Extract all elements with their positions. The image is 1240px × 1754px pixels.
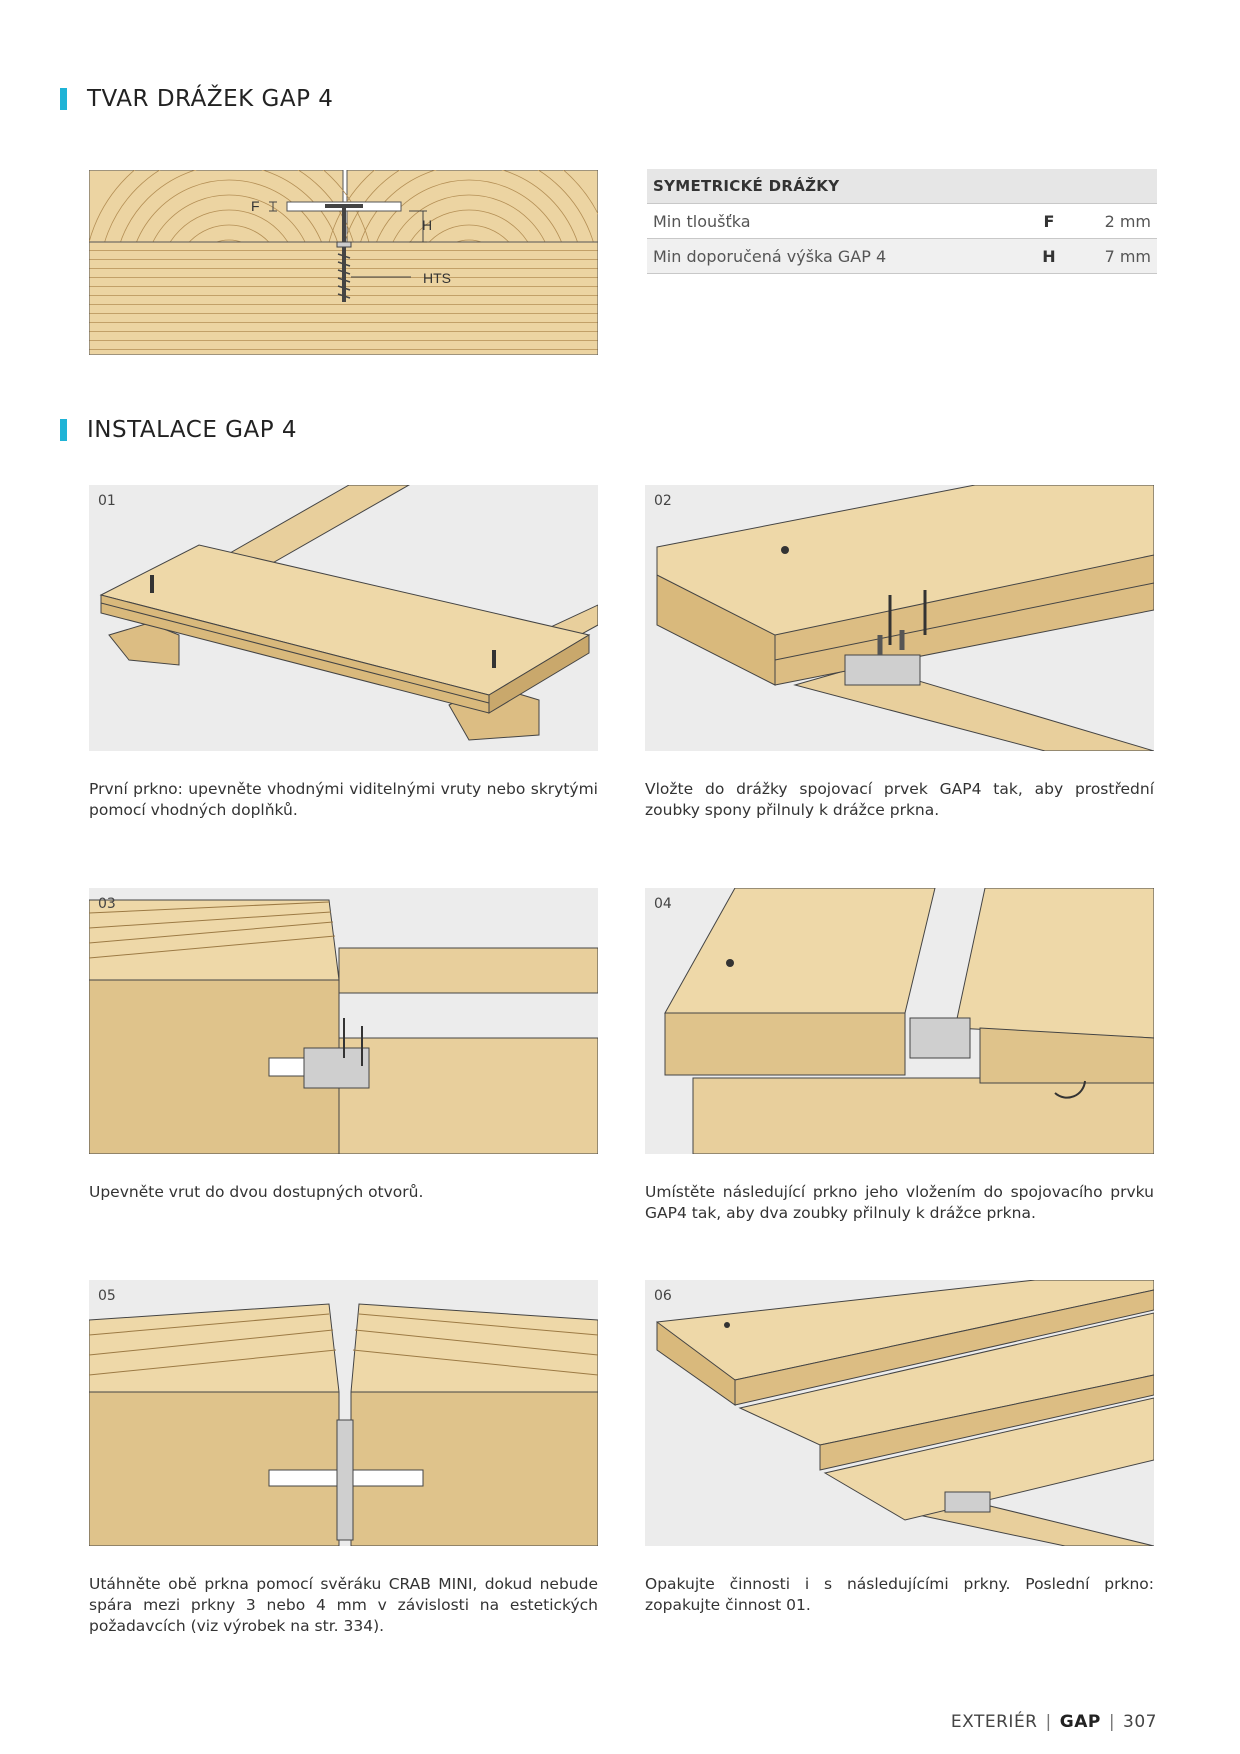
row-value: 7 mm	[1075, 238, 1157, 274]
spec-table: SYMETRICKÉ DRÁŽKY Min tloušťka F 2 mm Mi…	[647, 169, 1157, 274]
step-03: 03 Upevněte vrut do dvou dostupných otvo…	[89, 888, 598, 1203]
step-caption: Upevněte vrut do dvou dostupných otvorů.	[89, 1183, 424, 1201]
step-04-illustration: 04	[645, 888, 1154, 1154]
page-footer: EXTERIÉR|GAP|307	[950, 1712, 1157, 1732]
label-h: H	[422, 217, 432, 233]
accent-bar	[60, 419, 67, 441]
step-05: 05 Utáhněte obě prkna pomocí svěráku CRA…	[89, 1280, 598, 1637]
table-row: Min doporučená výška GAP 4 H 7 mm	[647, 238, 1157, 274]
groove-cross-section-diagram: F H HTS	[83, 134, 615, 426]
step-04: 04 Umístěte následující prkno jeho vlože…	[645, 888, 1154, 1224]
step-number: 05	[98, 1288, 116, 1304]
accent-bar	[60, 88, 67, 110]
step-03-illustration: 03	[89, 888, 598, 1154]
section-title-shape: TVAR DRÁŽEK GAP 4	[60, 86, 333, 112]
step-number: 02	[654, 493, 672, 509]
row-label: Min doporučená výška GAP 4	[647, 238, 1023, 274]
row-value: 2 mm	[1075, 203, 1157, 239]
step-06-illustration: 06	[645, 1280, 1154, 1546]
step-01: 01 První prkno: upevněte vhodnými vidite…	[89, 485, 598, 821]
step-number: 04	[654, 896, 672, 912]
step-02: 02 Vložte do drážky spojovací prvek GAP4…	[645, 485, 1154, 821]
section-title-install-text: INSTALACE GAP 4	[87, 417, 298, 443]
footer-brand: GAP	[1059, 1712, 1101, 1732]
step-06: 06 Opakujte činnosti i s následujícími p…	[645, 1280, 1154, 1616]
section-title-shape-text: TVAR DRÁŽEK GAP 4	[87, 86, 334, 112]
step-caption: Opakujte činnosti i s následujícími prkn…	[645, 1575, 1154, 1614]
row-symbol: F	[1023, 203, 1075, 239]
step-02-illustration: 02	[645, 485, 1154, 751]
row-symbol: H	[1023, 238, 1075, 274]
step-number: 06	[654, 1288, 672, 1304]
label-f: F	[251, 198, 260, 214]
step-number: 01	[98, 493, 116, 509]
spec-table-header: SYMETRICKÉ DRÁŽKY	[647, 169, 1157, 204]
table-row: Min tloušťka F 2 mm	[647, 203, 1157, 239]
row-label: Min tloušťka	[647, 203, 1023, 239]
step-caption: Umístěte následující prkno jeho vložením…	[645, 1183, 1154, 1222]
label-hts: HTS	[423, 270, 451, 286]
footer-section: EXTERIÉR	[950, 1712, 1038, 1732]
step-05-illustration: 05	[89, 1280, 598, 1546]
section-title-install: INSTALACE GAP 4	[60, 417, 297, 443]
step-caption: První prkno: upevněte vhodnými viditelný…	[89, 780, 598, 819]
step-caption: Utáhněte obě prkna pomocí svěráku CRAB M…	[89, 1575, 598, 1635]
step-01-illustration: 01	[89, 485, 598, 751]
page-number: 307	[1123, 1712, 1157, 1732]
step-number: 03	[98, 896, 116, 912]
step-caption: Vložte do drážky spojovací prvek GAP4 ta…	[645, 780, 1154, 819]
